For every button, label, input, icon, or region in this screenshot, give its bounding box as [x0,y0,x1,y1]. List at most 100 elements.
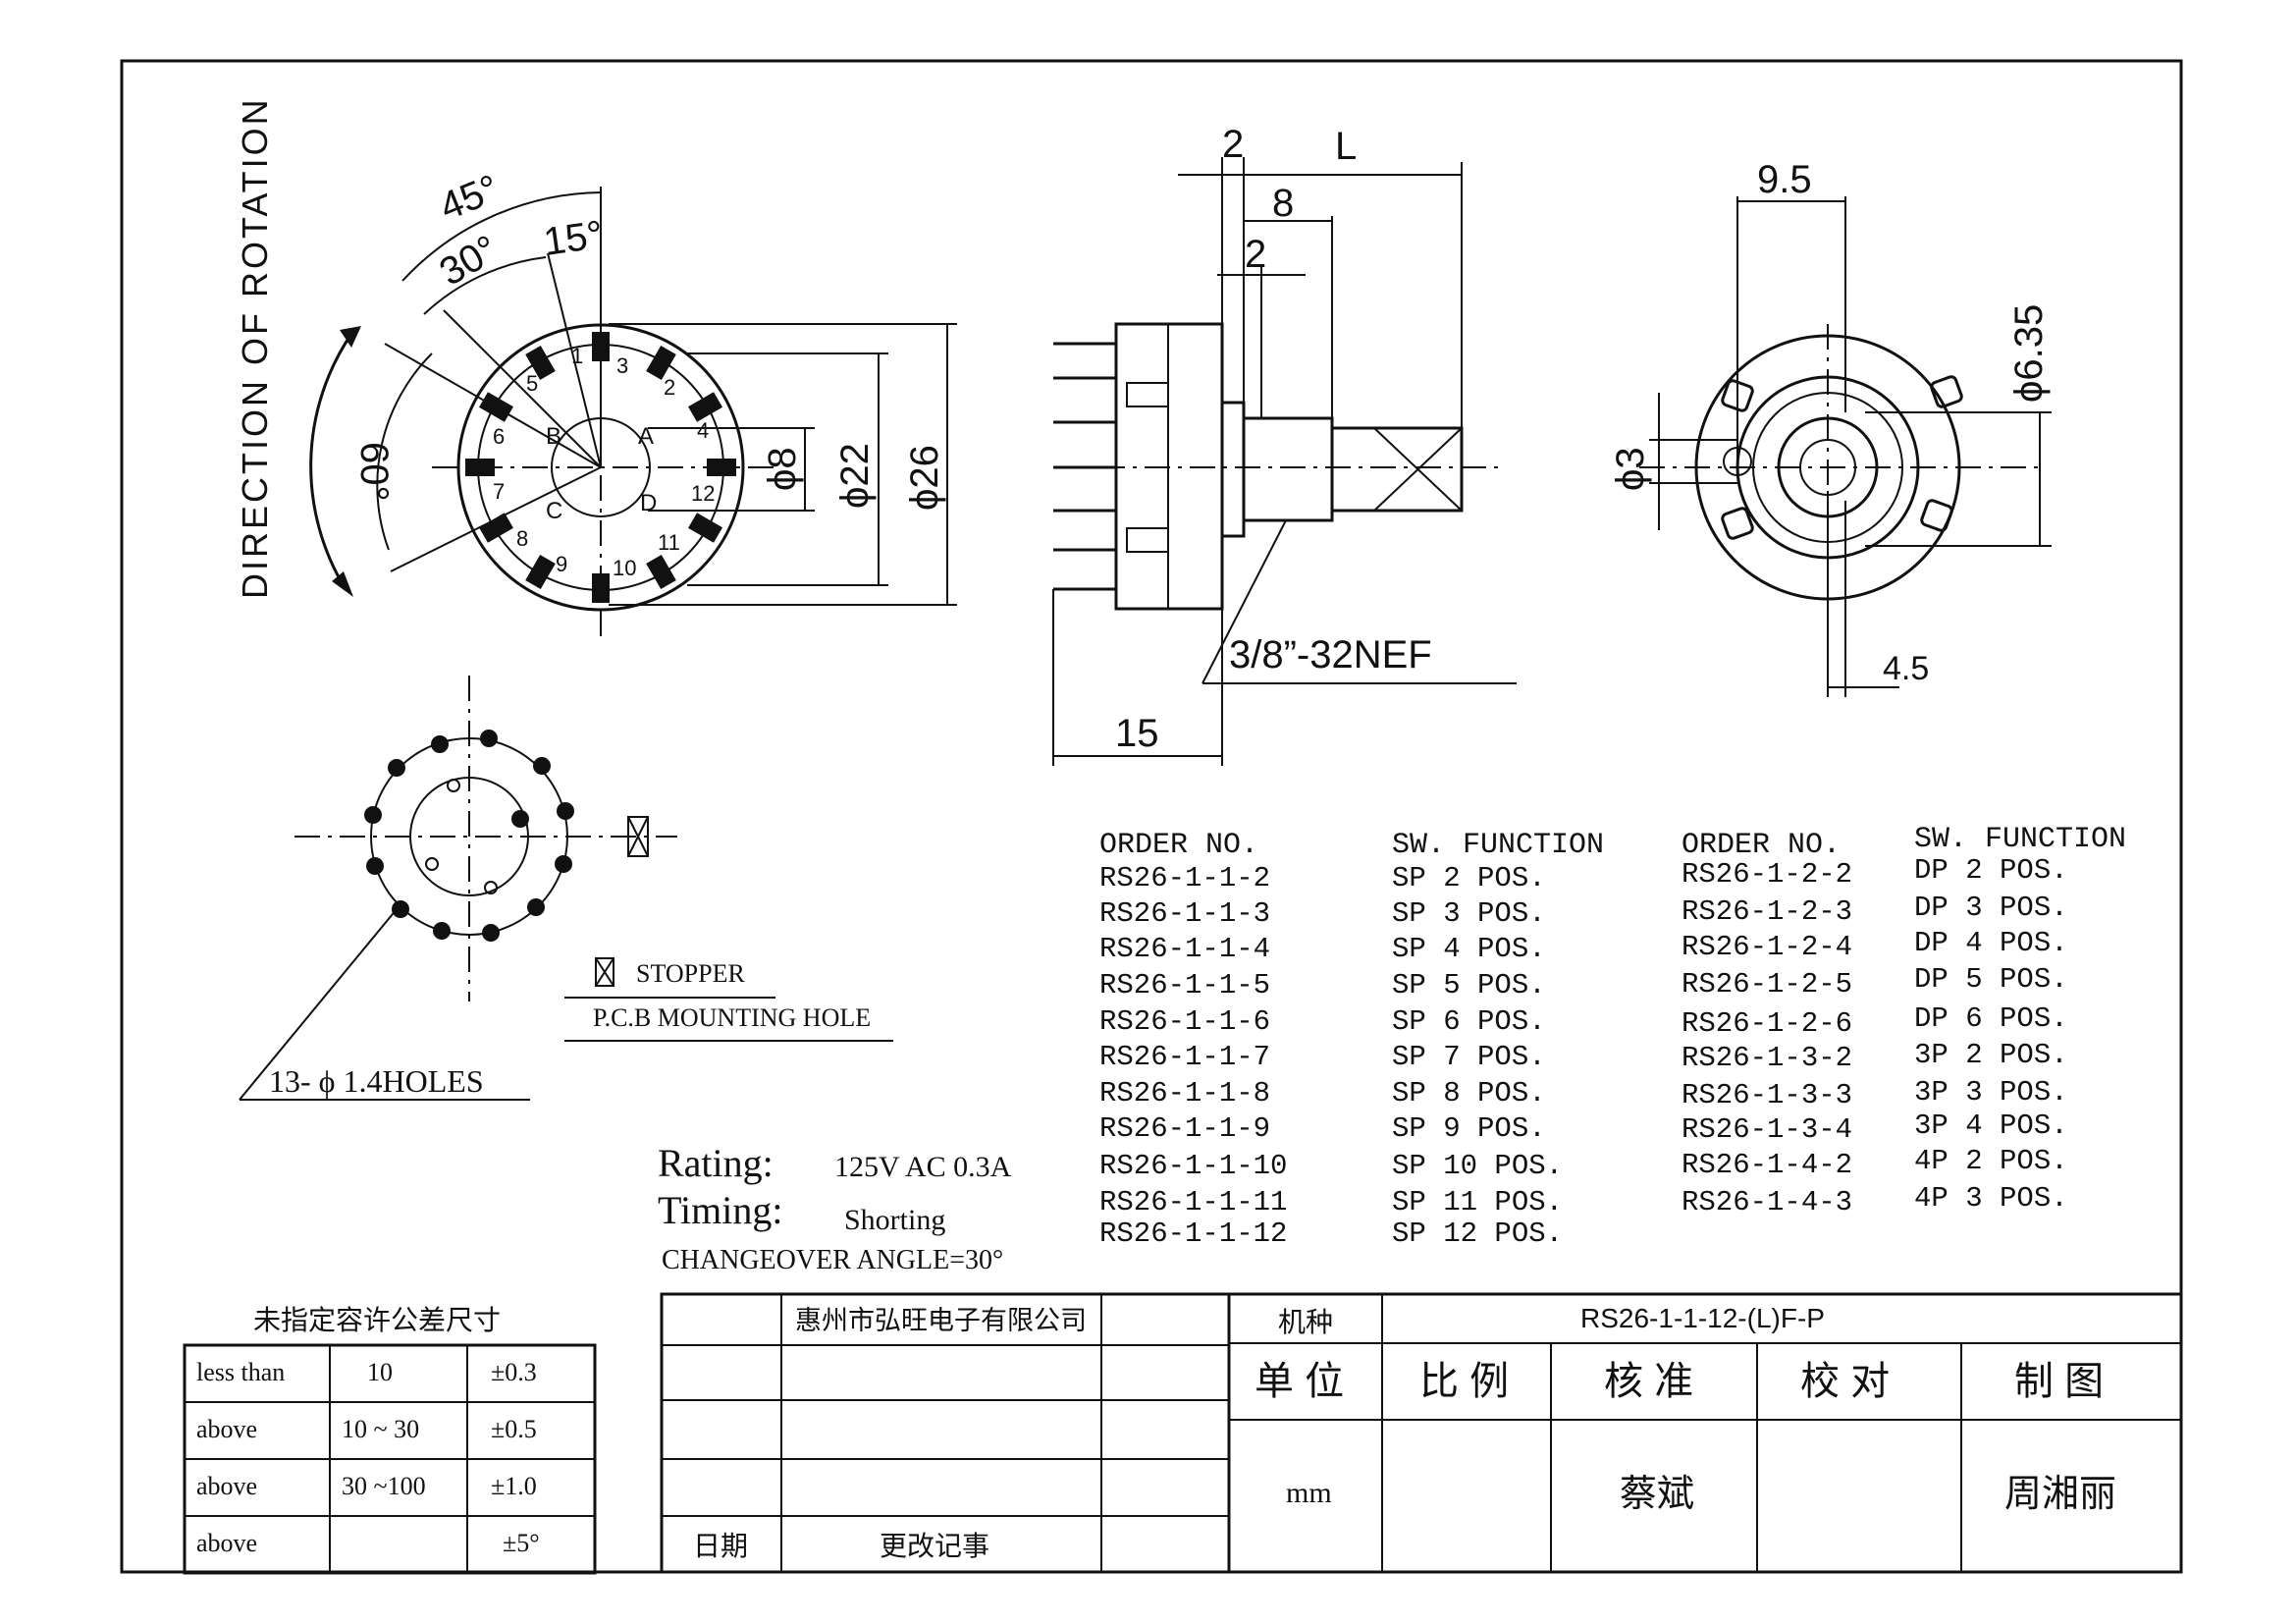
order-right-6: RS26-1-3-2 [1682,1042,1852,1074]
tol-r3-c1: above [196,1472,257,1500]
func-right-8: 3P 4 POS. [1914,1110,2068,1142]
timing-value: Shorting [844,1204,945,1236]
terminal-pads [465,332,736,603]
header-check: 校 对 [1800,1360,1890,1403]
order-right-5: RS26-1-2-6 [1682,1007,1852,1040]
func-left-11: SP 12 POS. [1392,1218,1563,1250]
dim-9-5-label: 9.5 [1757,158,1812,201]
func-right-9: 4P 2 POS. [1914,1145,2068,1177]
func-left-6: SP 7 POS. [1392,1041,1546,1073]
func-left-5: SP 6 POS. [1392,1005,1546,1038]
order-left-2: RS26-1-1-3 [1099,897,1270,930]
func-left-9: SP 10 POS. [1392,1150,1563,1182]
date-label: 日期 [693,1531,748,1561]
order-right-9: RS26-1-4-2 [1682,1149,1852,1181]
pos-6: 6 [493,424,505,449]
header-draw: 制 图 [2014,1360,2104,1403]
legend-stopper: STOPPER [636,959,745,988]
tol-r2-c3: ±0.5 [491,1415,537,1443]
order-header-left: ORDER NO. [1099,829,1258,862]
common-c: C [546,498,562,524]
order-header-right: ORDER NO. [1682,829,1841,862]
order-left-1: RS26-1-1-2 [1099,862,1270,894]
pos-5: 5 [526,371,538,396]
common-b: B [546,423,561,450]
value-unit: mm [1286,1477,1332,1509]
function-header-left: SW. FUNCTION [1392,829,1604,862]
order-right-8: RS26-1-3-4 [1682,1113,1852,1146]
side-view: 2 L 8 2 15 3/8”-32NEF [1052,123,1517,766]
func-left-4: SP 5 POS. [1392,969,1546,1001]
order-left-7: RS26-1-1-8 [1099,1077,1270,1110]
tolerance-title: 未指定容许公差尺寸 [253,1305,501,1335]
side-terminals [1053,342,1169,591]
model-label: 机种 [1278,1307,1333,1337]
func-right-2: DP 3 POS. [1914,892,2068,924]
order-table: ORDER NO. SW. FUNCTION ORDER NO. SW. FUN… [1099,823,2126,1250]
tol-r3-c3: ±1.0 [491,1472,537,1500]
changeover-angle: CHANGEOVER ANGLE=30° [662,1245,1003,1275]
tol-r2-c2: 10 ~ 30 [342,1415,419,1443]
order-left-11: RS26-1-1-12 [1099,1218,1287,1250]
holes-note: 13- ϕ 1.4HOLES [269,1063,484,1099]
pos-1: 1 [571,344,583,368]
func-right-10: 4P 3 POS. [1914,1182,2068,1215]
dim-2-mid-label: 2 [1245,233,1266,276]
pos-2: 2 [664,375,675,400]
thread [1242,416,1334,522]
front-view: DIRECTION OF ROTATION 45° 30° 15° 60° [235,96,957,640]
dim-8-label: 8 [1272,182,1294,225]
company-name: 惠州市弘旺电子有限公司 [795,1306,1087,1335]
angle-line-30 [443,309,602,468]
dim-d26-label: ϕ26 [903,445,946,511]
func-left-1: SP 2 POS. [1392,862,1546,894]
rotation-arrow-top [340,326,361,348]
order-right-7: RS26-1-3-3 [1682,1079,1852,1111]
rotation-arrow-bottom [332,571,353,597]
tol-r4-c1: above [196,1529,257,1557]
pos-4: 4 [697,418,709,443]
pos-3: 3 [616,353,628,378]
dim-L-label: L [1335,125,1357,168]
angle-line-15 [547,252,602,468]
thread-label: 3/8”-32NEF [1229,633,1432,677]
order-right-1: RS26-1-2-2 [1682,858,1852,891]
rotation-label: DIRECTION OF ROTATION [235,96,275,599]
pos-9: 9 [556,552,567,576]
stopper-symbol [627,816,649,857]
angle-15-label: 15° [541,213,606,264]
header-unit: 单 位 [1255,1360,1344,1403]
header-scale: 比 例 [1419,1360,1509,1403]
rear-mounting-slots [1721,375,1963,540]
order-left-3: RS26-1-1-4 [1099,933,1270,965]
angle-arc-60 [376,352,433,551]
order-right-4: RS26-1-2-5 [1682,968,1852,1001]
common-d: D [640,490,657,516]
tol-r3-c2: 30 ~100 [342,1472,426,1500]
rating-block: Rating: 125V AC 0.3A Timing: Shorting CH… [658,1141,1012,1275]
tol-r1-c2: 10 [367,1358,393,1386]
order-right-10: RS26-1-4-3 [1682,1186,1852,1218]
func-left-3: SP 4 POS. [1392,933,1546,965]
pos-7: 7 [493,479,505,504]
tol-r4-c3: ±5° [503,1529,540,1557]
func-left-2: SP 3 POS. [1392,897,1546,930]
dim-d3-label: ϕ3 [1609,447,1652,491]
func-right-4: DP 5 POS. [1914,963,2068,996]
timing-label: Timing: [658,1188,782,1232]
rotation-arc [309,333,353,590]
order-left-6: RS26-1-1-7 [1099,1041,1270,1073]
common-a: A [638,423,654,450]
func-left-7: SP 8 POS. [1392,1077,1546,1110]
value-draw: 周湘丽 [2004,1474,2116,1515]
value-approve: 蔡斌 [1620,1474,1694,1515]
pos-12: 12 [691,481,715,506]
order-left-5: RS26-1-1-6 [1099,1005,1270,1038]
func-left-8: SP 9 POS. [1392,1112,1546,1145]
order-right-3: RS26-1-2-4 [1682,931,1852,963]
angle-60-label: 60° [352,442,396,502]
dim-4-5-label: 4.5 [1883,650,1929,687]
angle-arc-45 [401,191,602,282]
tol-r1-c1: less than [196,1358,285,1386]
